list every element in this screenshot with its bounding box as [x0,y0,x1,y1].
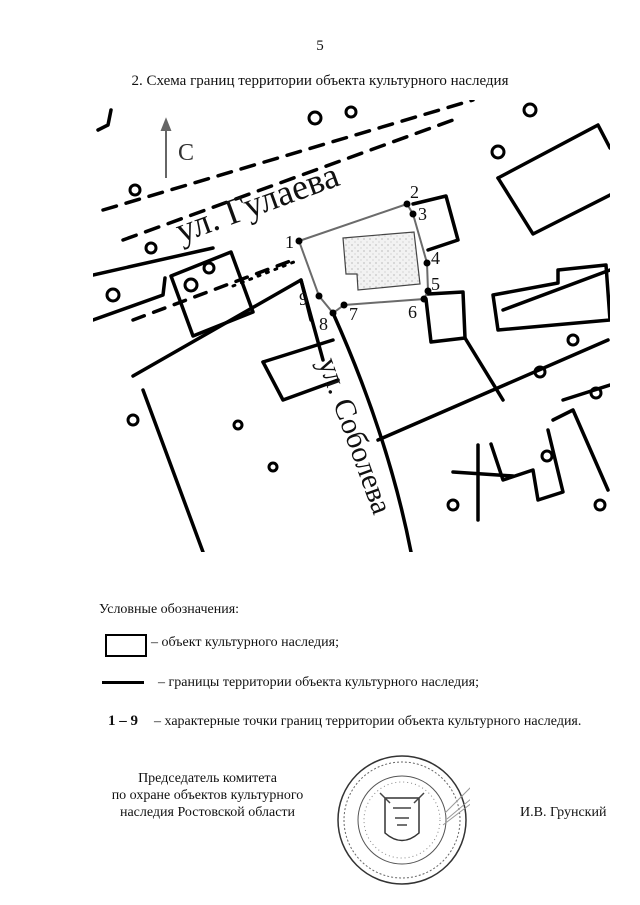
position-line-3: наследия Ростовской области [119,805,296,820]
position-line-2: по охране объектов культурного [111,788,304,803]
point-label-7: 7 [349,304,358,324]
legend-object-text: – объект культурного наследия; [151,635,339,650]
legend-points-symbol: 1 – 9 [108,713,138,729]
official-stamp [337,755,470,885]
point-label-5: 5 [431,274,440,294]
point-label-6: 6 [408,302,417,322]
point-label-1: 1 [285,232,294,252]
heritage-building [342,231,421,291]
street-gulaeva-label: ул. Гулаева [170,155,344,251]
point-label-3: 3 [418,204,427,224]
page-title: 2. Схема границ территории объекта культ… [131,73,509,89]
legend-boundary-text: – границы территории объекта культурного… [158,675,479,690]
boundary-map: С ул. Гулаева ул. Соболева 1 2 3 4 5 6 7… [93,100,610,552]
signatory-position: Председатель комитета по охране объектов… [95,770,320,821]
point-label-9: 9 [299,289,308,309]
legend-title: Условные обозначения: [99,602,240,617]
point-label-2: 2 [410,182,419,202]
legend-points-text: – характерные точки границ территории об… [154,714,582,729]
legend-object-symbol [105,634,147,657]
territory-boundary [297,202,430,315]
point-label-8: 8 [319,314,328,334]
north-label: С [178,140,194,166]
point-label-4: 4 [431,248,440,268]
page-number: 5 [316,38,324,54]
legend-boundary-symbol [102,681,144,684]
signatory-name: И.В. Грунский [520,805,607,820]
position-line-1: Председатель комитета [138,771,277,786]
